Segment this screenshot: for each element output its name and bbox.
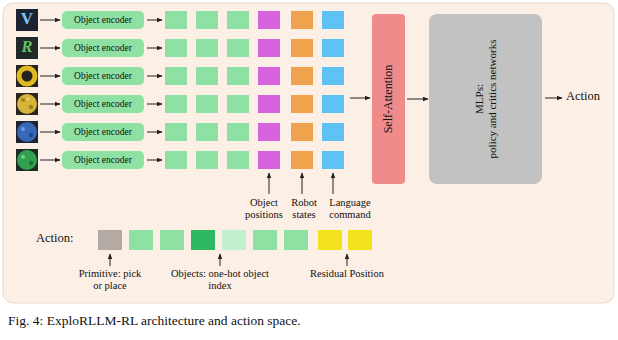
icon-letter: R: [16, 38, 38, 57]
object-icon: [17, 150, 37, 170]
encoder-box: Object encoder: [62, 151, 144, 169]
node-title: Object encoder: [74, 71, 132, 82]
object-icon: [16, 9, 38, 31]
object-icon: [17, 122, 37, 142]
text-wrap: Self-Attention: [382, 21, 396, 177]
texture-dot: [29, 161, 33, 165]
action-vector: [98, 230, 372, 250]
encoder-box: Object encoder: [62, 39, 144, 57]
object-icon: [16, 93, 38, 115]
annotation: Primitive: pick or place: [78, 268, 142, 291]
encoder-box: Object encoder: [62, 67, 144, 85]
connector-arrow: [407, 99, 428, 100]
node-title: Object encoder: [74, 43, 132, 54]
figure-caption: Fig. 4: ExploRLLM-RL architecture and ac…: [8, 314, 301, 329]
annotation: Object positions: [236, 197, 292, 220]
object-icon: [16, 149, 38, 171]
encoder-box: Object encoder: [62, 11, 144, 29]
text-wrap: MLPs:policy and critics networks: [473, 21, 498, 177]
node-title: Object encoder: [74, 155, 132, 166]
node-title: MLPs:: [473, 21, 486, 177]
text-wrap: Object encoder: [74, 127, 132, 138]
network-block: MLPs:policy and critics networks: [429, 14, 542, 184]
texture-dot: [21, 127, 25, 131]
texture-dot: [29, 105, 33, 109]
node-body: policy and critics networks: [486, 21, 499, 177]
node-title: Object encoder: [74, 127, 132, 138]
texture-dot: [27, 98, 30, 101]
node-title: Self-Attention: [382, 21, 396, 177]
texture-dot: [29, 133, 33, 137]
text-wrap: Object encoder: [74, 155, 132, 166]
texture-dot: [21, 98, 25, 102]
text-wrap: Object encoder: [74, 99, 132, 110]
feature-grid: [165, 11, 344, 169]
network-block: Self-Attention: [372, 14, 405, 184]
node-title: Object encoder: [74, 15, 132, 26]
object-icon: [19, 68, 35, 84]
annotation: Robot states: [286, 197, 322, 220]
annotation: Action: [566, 90, 600, 104]
object-icon: [16, 37, 38, 59]
annotation: Action:: [36, 232, 74, 246]
encoder-box: Object encoder: [62, 95, 144, 113]
annotation: Residual Position: [302, 268, 392, 280]
text-wrap: Object encoder: [74, 43, 132, 54]
annotation: Language command: [322, 197, 378, 220]
annotation: Objects: one-hot object index: [170, 268, 270, 291]
object-icon: [16, 121, 38, 143]
background-panel: [3, 3, 614, 303]
text-wrap: Object encoder: [74, 15, 132, 26]
encoder-box: Object encoder: [62, 123, 144, 141]
object-icon: [16, 65, 38, 87]
object-icon: [17, 94, 37, 114]
texture-dot: [21, 155, 25, 159]
text-wrap: Object encoder: [74, 71, 132, 82]
icon-letter: V: [16, 10, 38, 29]
node-title: Object encoder: [74, 99, 132, 110]
